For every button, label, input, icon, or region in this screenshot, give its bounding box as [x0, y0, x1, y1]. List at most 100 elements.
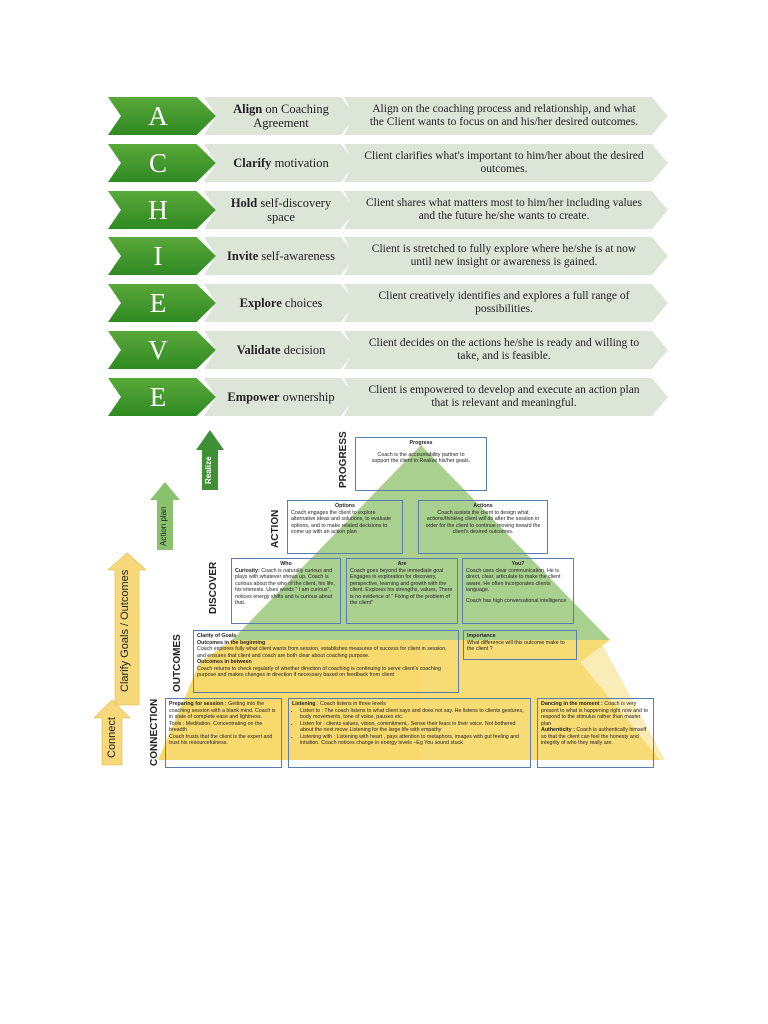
step-bold: Empower [227, 390, 280, 404]
level-discover: DISCOVER [208, 561, 219, 614]
listening-text: : Coach listens in three levels [315, 701, 386, 707]
actions-title: Actions [473, 503, 493, 509]
step-description: Client clarifies what's important to him… [344, 144, 668, 182]
dancing-text: Coach is very present to what is happeni… [541, 701, 648, 727]
options-text: Coach engages the client to explore alte… [291, 509, 392, 536]
goals-sub1: Outcomes in the beginning [197, 639, 266, 646]
step-letter: I [153, 240, 163, 271]
are-title: Are [397, 561, 407, 567]
step-rest: self-awareness [258, 249, 335, 263]
listening-item: Listen to : The coach listens to what cl… [300, 708, 527, 721]
importance-box: Importance What difference will this out… [463, 630, 577, 660]
step-description: Client is stretched to fully explore whe… [344, 237, 668, 275]
progress-box: Progress Coach is the accountability par… [355, 437, 487, 491]
clarify-goals-label: Clarify Goals / Outcomes [119, 569, 131, 692]
actions-text: Coach assists the client to design what … [425, 509, 541, 536]
step-letter: A [148, 100, 168, 131]
are-text: Coach goes beyond the immediate goal Eng… [350, 567, 453, 607]
level-progress: PROGRESS [338, 431, 349, 488]
step-name: Empower ownership [204, 378, 356, 416]
action-plan-label: Action plan [159, 506, 168, 546]
step-letter: E [149, 287, 167, 318]
achieve-row: A Align on Coaching Agreement Align on the… [108, 97, 668, 135]
prep-tools: Tools : Meditation, Concentrating on the… [169, 720, 263, 734]
step-bold: Clarify [233, 156, 272, 170]
step-bold: Align [233, 102, 263, 116]
prep-trust: Coach trusts that the client is the expe… [169, 733, 273, 747]
step-name: Validate decision [204, 331, 356, 369]
who-text: Coach is naturally curious and plays wit… [235, 567, 335, 607]
listening-item: Listen for : clients values, vision, com… [300, 721, 527, 734]
step-rest: ownership [279, 390, 335, 404]
actions-box: Actions Coach assists the client to desi… [418, 500, 548, 554]
step-name: Invite self-awareness [204, 237, 356, 275]
letter-chevron: V [108, 331, 216, 369]
letter-chevron: E [108, 378, 216, 416]
listening-item: Listening with : Listening with heart , … [300, 734, 527, 747]
step-name: Clarify motivation [204, 144, 356, 182]
goals-title: Clarity of Goals [197, 633, 237, 639]
prep-box: Preparing for session : Getting into the… [165, 698, 282, 768]
letter-chevron: A [108, 97, 216, 135]
step-rest: self-discovery space [257, 196, 332, 224]
you-text-1: Coach uses clear communication. He is di… [466, 567, 561, 594]
step-rest: decision [280, 343, 326, 357]
connect-arrow [93, 699, 131, 766]
options-box: Options Coach engages the client to expl… [287, 500, 403, 554]
listening-box: Listening : Coach listens in three level… [288, 698, 531, 768]
step-bold: Hold [230, 196, 258, 210]
who-box: Who Curiosity: Coach is naturally curiou… [231, 558, 341, 624]
progress-text: Coach is the accountability partner to s… [371, 451, 471, 465]
dancing-head: Dancing in the moment : [541, 701, 603, 707]
step-rest: choices [281, 296, 323, 310]
level-outcomes: OUTCOMES [172, 634, 183, 692]
listening-list: Listen to : The coach listens to what cl… [292, 708, 527, 747]
goals-text-2: Coach returns to check regularly of whet… [197, 665, 441, 679]
goals-text-1: Coach explores fully what client wants f… [197, 646, 447, 659]
realize-arrow [196, 430, 224, 490]
step-letter: C [148, 147, 167, 178]
you-title: You? [511, 561, 525, 567]
are-box: Are Coach goes beyond the immediate goal… [346, 558, 458, 624]
options-title: Options [334, 503, 355, 509]
letter-chevron: H [108, 191, 216, 229]
step-letter: H [148, 194, 168, 225]
listening-head: Listening [292, 701, 316, 707]
action-plan-arrow [150, 482, 180, 550]
step-bold: Validate [236, 343, 281, 357]
importance-text: What difference will this outcome make t… [467, 639, 565, 653]
authenticity-text: Coach is authentically himself so that t… [541, 727, 647, 746]
step-description: Client decides on the actions he/she is … [344, 331, 668, 369]
goals-sub2: Outcomes in between [197, 659, 252, 665]
connect-label: Connect [106, 717, 118, 758]
progress-title: Progress [409, 440, 433, 446]
step-name: Explore choices [204, 284, 356, 322]
letter-chevron: E [108, 284, 216, 322]
level-action: ACTION [270, 509, 281, 548]
prep-head: Preparing for session : [169, 701, 227, 707]
level-connection: CONNECTION [149, 698, 160, 766]
realize-label: Realize [204, 456, 213, 484]
clarify-arrow [107, 552, 147, 706]
step-bold: Invite [227, 249, 259, 263]
step-rest: motivation [271, 156, 329, 170]
step-bold: Explore [239, 296, 282, 310]
letter-chevron: C [108, 144, 216, 182]
step-rest: on Coaching Agreement [253, 102, 329, 130]
you-box: You? Coach uses clear communication. He … [462, 558, 574, 624]
step-letter: E [149, 381, 167, 412]
step-description: Align on the coaching process and relati… [344, 97, 668, 135]
you-text-2: Coach has high conversational intelligen… [466, 597, 567, 604]
prep-text: Getting into the coaching session with a… [169, 701, 276, 720]
importance-title: Importance [467, 633, 496, 639]
who-head: Curiosity: [235, 567, 260, 574]
step-description: Client is empowered to develop and execu… [344, 378, 668, 416]
who-title: Who [280, 561, 292, 567]
